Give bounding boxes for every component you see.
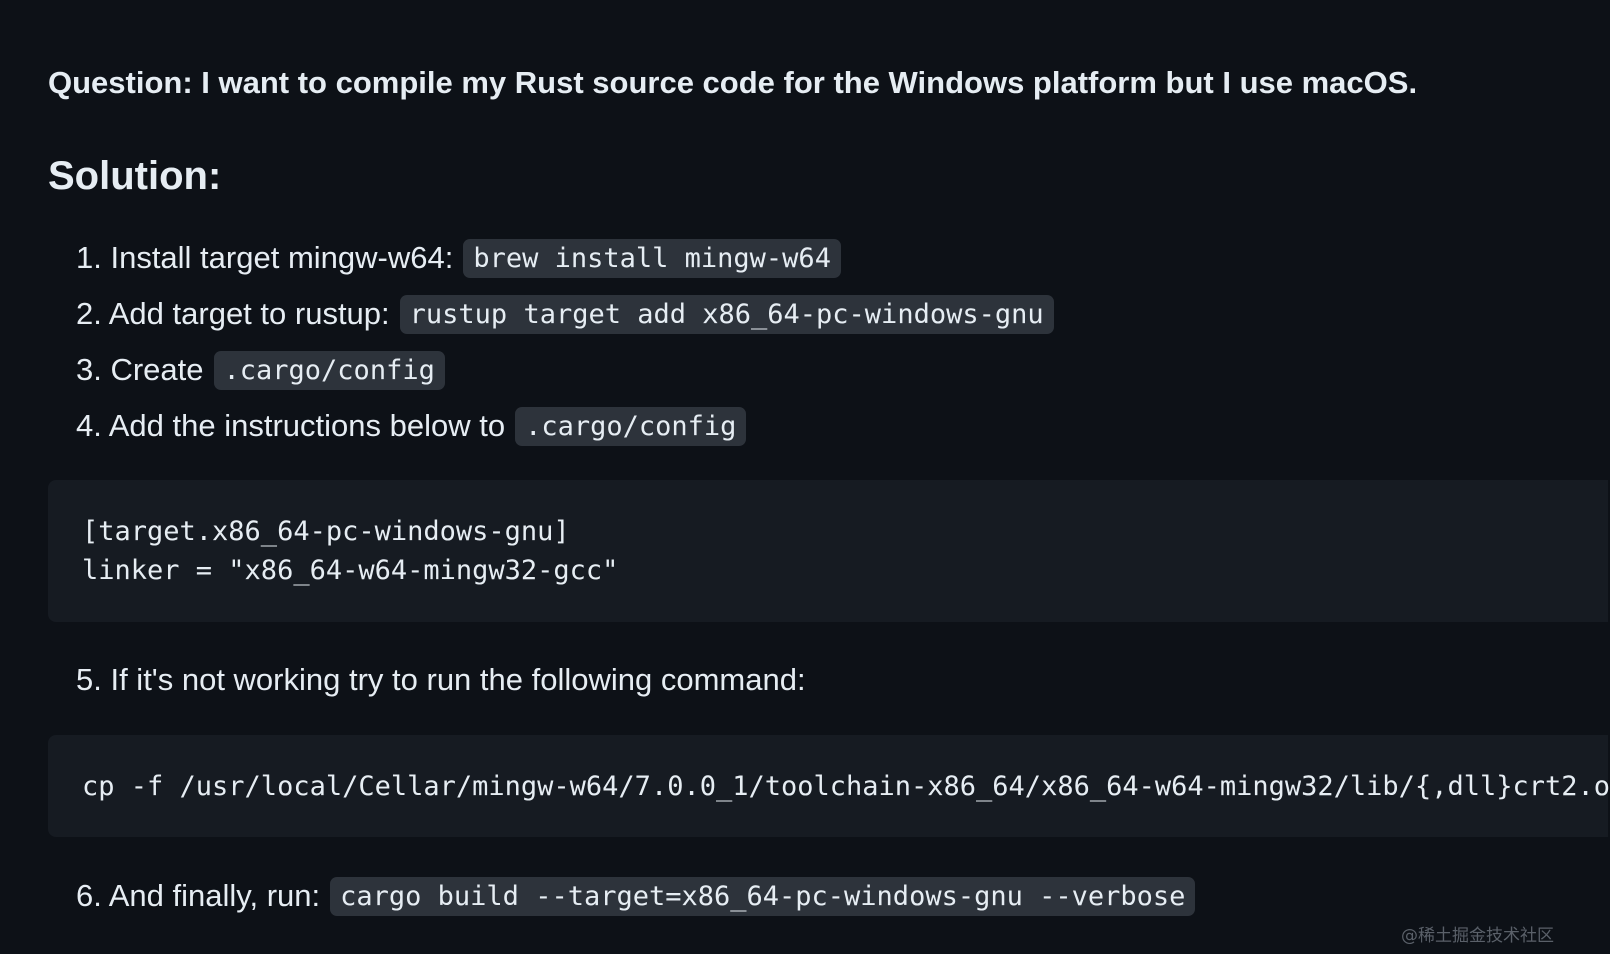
- step-1-label: 1. Install target mingw-w64:: [76, 240, 454, 275]
- step-1-inline-code: brew install mingw-w64: [463, 238, 841, 278]
- config-code-line-2: linker = "x86_64-w64-mingw32-gcc": [82, 555, 619, 586]
- command-code: cp -f /usr/local/Cellar/mingw-w64/7.0.0_…: [48, 735, 1610, 806]
- step-6: 6. And finally, run: cargo build --targe…: [76, 875, 1196, 917]
- step-3-label: 3. Create: [76, 352, 204, 387]
- step-6-inline-code: cargo build --target=x86_64-pc-windows-g…: [330, 876, 1196, 916]
- command-code-line-1: cp -f /usr/local/Cellar/mingw-w64/7.0.0_…: [82, 771, 1610, 802]
- question-text: Question: I want to compile my Rust sour…: [48, 65, 1418, 100]
- config-code: [target.x86_64-pc-windows-gnu]linker = "…: [48, 480, 1608, 590]
- solution-heading: Solution:: [48, 154, 222, 198]
- step-5-label: 5. If it's not working try to run the fo…: [76, 662, 806, 697]
- step-1: 1. Install target mingw-w64: brew instal…: [76, 237, 841, 279]
- step-4-inline-code: .cargo/config: [515, 406, 747, 446]
- step-4-label: 4. Add the instructions below to: [76, 408, 506, 443]
- command-code-block: cp -f /usr/local/Cellar/mingw-w64/7.0.0_…: [48, 735, 1610, 837]
- step-3: 3. Create .cargo/config: [76, 349, 445, 391]
- watermark: @稀土掘金技术社区: [1401, 926, 1554, 946]
- config-code-line-1: [target.x86_64-pc-windows-gnu]: [82, 516, 570, 547]
- step-3-inline-code: .cargo/config: [213, 350, 445, 390]
- config-code-block: [target.x86_64-pc-windows-gnu]linker = "…: [48, 480, 1608, 622]
- step-6-label: 6. And finally, run:: [76, 878, 321, 913]
- step-5: 5. If it's not working try to run the fo…: [76, 659, 806, 701]
- step-2: 2. Add target to rustup: rustup target a…: [76, 293, 1054, 335]
- step-4: 4. Add the instructions below to .cargo/…: [76, 405, 747, 447]
- step-2-label: 2. Add target to rustup:: [76, 296, 390, 331]
- step-2-inline-code: rustup target add x86_64-pc-windows-gnu: [399, 294, 1054, 334]
